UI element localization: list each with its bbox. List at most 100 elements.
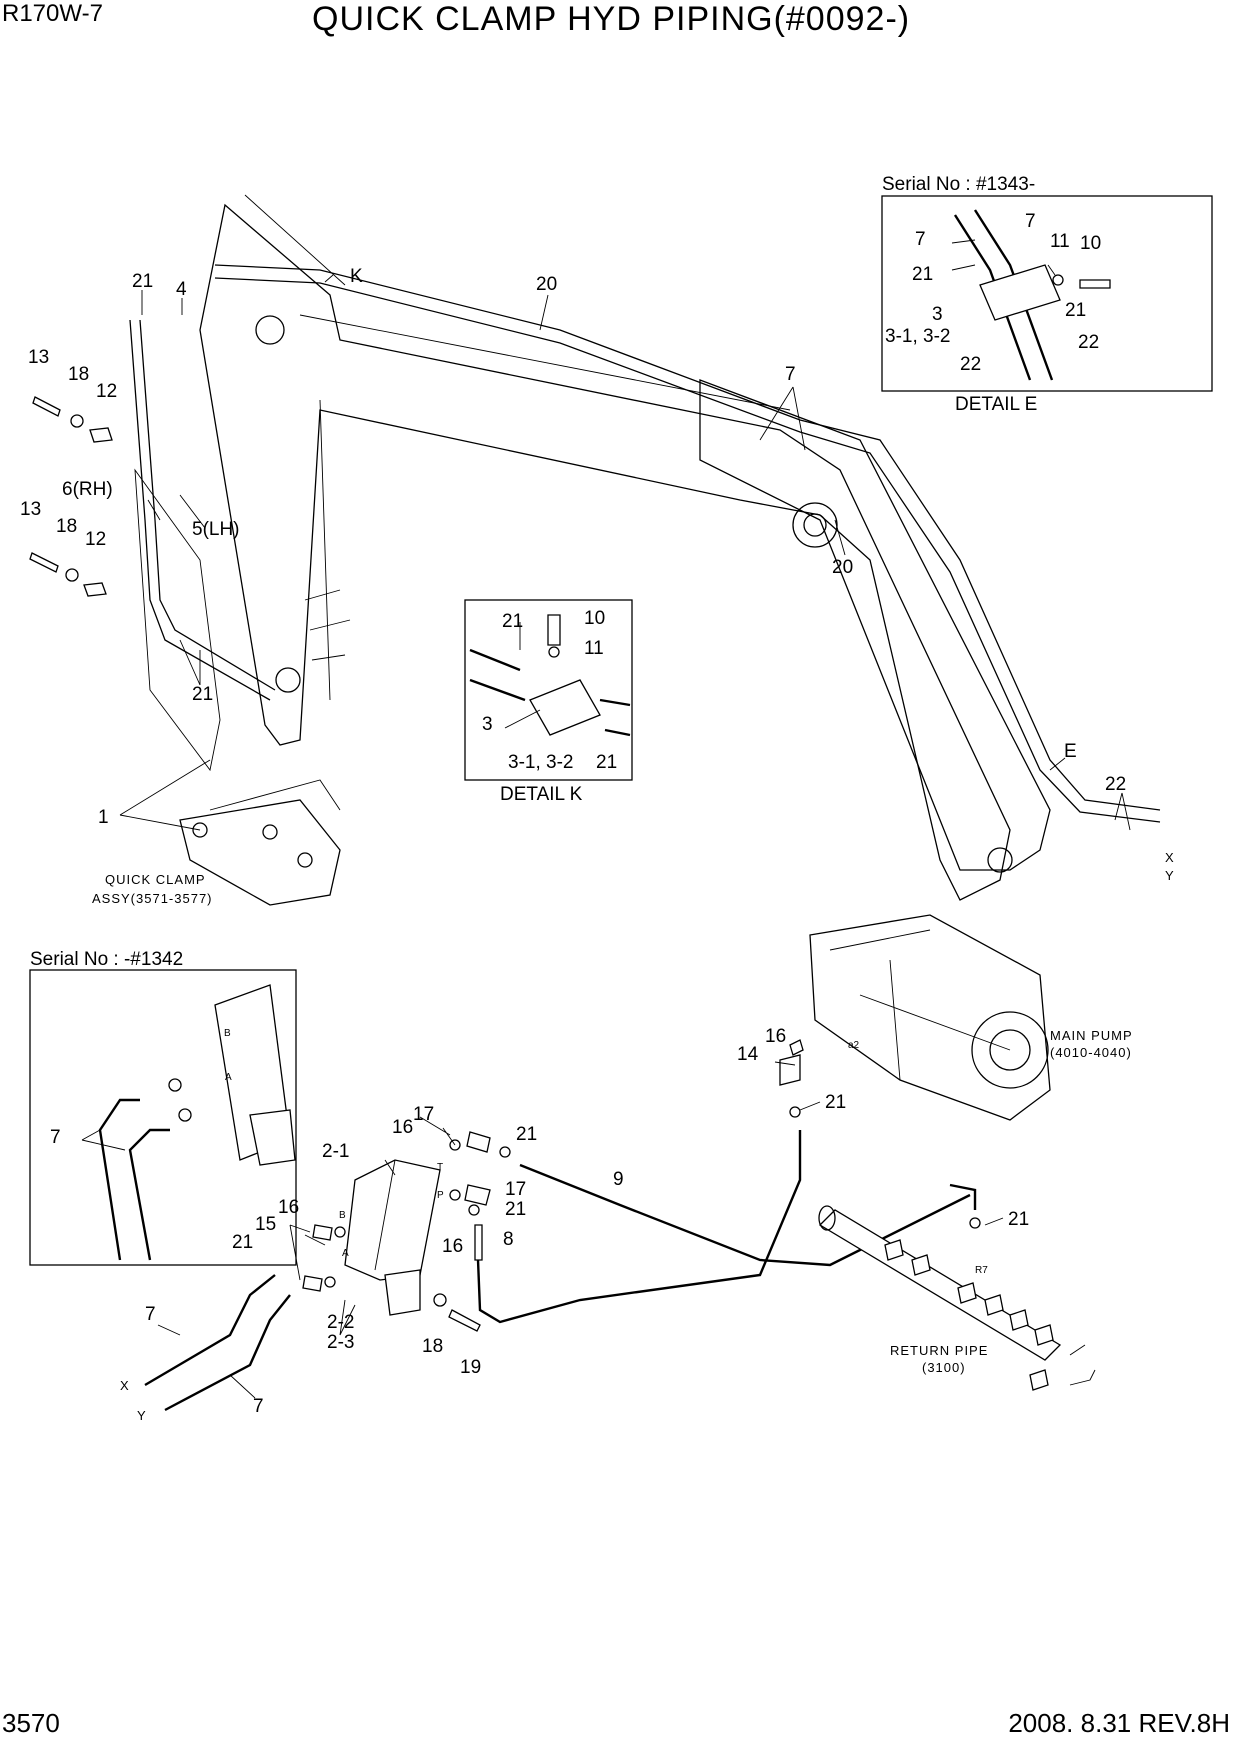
port-r7: R7 (975, 1265, 988, 1276)
callout-8: 8 (503, 1229, 514, 1250)
callout-16: 16 (765, 1026, 786, 1047)
callout-21: 21 (516, 1124, 537, 1145)
detail-e-box (881, 195, 1213, 392)
model-label: R170W-7 (2, 0, 103, 27)
detail-e-parts (953, 209, 1111, 381)
callout-17: 17 (505, 1179, 526, 1200)
leader-lines (81, 239, 1131, 1399)
callout-11: 11 (584, 638, 604, 659)
callout-22: 22 (1105, 774, 1126, 795)
boom-pipes (129, 264, 1161, 823)
callout-6rh: 6(RH) (62, 479, 113, 500)
port-y: Y (1165, 868, 1175, 883)
callout-3-1-3-2: 3-1, 3-2 (885, 326, 950, 347)
port-a: A (225, 1072, 232, 1083)
callout-7: 7 (145, 1304, 156, 1325)
main-pump-label-2: (4010-4040) (1050, 1045, 1132, 1060)
main-pump-label-1: MAIN PUMP (1050, 1028, 1133, 1043)
callout-22: 22 (960, 354, 981, 375)
callout-14: 14 (737, 1044, 759, 1065)
port-p: P (437, 1190, 444, 1201)
callout-10: 10 (1080, 233, 1101, 254)
callout-12: 12 (96, 381, 117, 402)
callout-9: 9 (613, 1169, 624, 1190)
return-pipe-label-2: (3100) (922, 1360, 966, 1375)
port-a: A (342, 1248, 349, 1259)
callout-16: 16 (392, 1117, 413, 1138)
quick-clamp-label-1: QUICK CLAMP (105, 872, 206, 887)
callout-15: 15 (255, 1214, 276, 1235)
return-pipe (818, 1205, 1096, 1391)
callout-7: 7 (785, 364, 796, 385)
hoses-7-to-valve (144, 1274, 291, 1412)
port-a2: a2 (848, 1040, 860, 1051)
callout-21: 21 (825, 1092, 846, 1113)
callout-21: 21 (912, 264, 933, 285)
main-pump (779, 914, 1051, 1121)
port-y: Y (137, 1408, 147, 1423)
callout-2-2: 2-2 (327, 1312, 354, 1333)
old-serial-label: Serial No : -#1342 (30, 949, 183, 970)
page-number: 3570 (2, 1708, 60, 1738)
detail-k-caption: DETAIL K (500, 784, 583, 805)
arm-outline (699, 379, 1051, 873)
callout-3-1-3-2: 3-1, 3-2 (508, 752, 573, 773)
callout-21: 21 (192, 684, 213, 705)
callout-5lh: 5(LH) (192, 519, 240, 540)
detail-e-caption: DETAIL E (955, 394, 1037, 415)
callout-17: 17 (413, 1104, 434, 1125)
callout-21: 21 (505, 1199, 526, 1220)
callout-e: E (1064, 741, 1077, 762)
callout-18: 18 (422, 1336, 443, 1357)
return-pipe-label-1: RETURN PIPE (890, 1343, 988, 1358)
old-serial-box (29, 969, 297, 1266)
callout-18: 18 (68, 364, 89, 385)
callout-1: 1 (98, 807, 109, 828)
quick-clamp-label-2: ASSY(3571-3577) (92, 891, 213, 906)
callout-4: 4 (176, 279, 187, 300)
callout-16: 16 (442, 1236, 463, 1257)
callout-2-3: 2-3 (327, 1332, 354, 1353)
port-x: X (1165, 850, 1175, 865)
valve-fittings (302, 1131, 511, 1292)
callout-13: 13 (28, 347, 49, 368)
revision-date: 2008. 8.31 REV.8H (1008, 1708, 1230, 1738)
callout-13: 13 (20, 499, 41, 520)
callout-10: 10 (584, 608, 605, 629)
callout-3: 3 (932, 304, 943, 325)
bolt-13-b (29, 552, 107, 597)
detail-k-parts (469, 614, 631, 737)
callout-21: 21 (132, 271, 153, 292)
hose-9 (476, 1130, 977, 1324)
callout-21: 21 (1065, 300, 1086, 321)
detail-e-serial: Serial No : #1343- (882, 174, 1035, 195)
callout-20: 20 (536, 274, 557, 295)
bolt-13-a (32, 396, 113, 443)
port-x: X (120, 1378, 130, 1393)
port-b: B (224, 1028, 231, 1039)
callout-11: 11 (1050, 231, 1070, 252)
callout-22: 22 (1078, 332, 1099, 353)
callout-18: 18 (56, 516, 77, 537)
callout-20: 20 (832, 557, 853, 578)
port-b: B (339, 1210, 346, 1221)
port-t: T (437, 1162, 443, 1173)
callout-21: 21 (1008, 1209, 1029, 1230)
detail-k-box (464, 599, 633, 781)
boom-outline (199, 194, 1011, 901)
callout-21: 21 (502, 611, 523, 632)
callout-k: K (350, 266, 363, 287)
callout-21: 21 (232, 1232, 253, 1253)
callout-19: 19 (460, 1357, 481, 1378)
page-title: QUICK CLAMP HYD PIPING(#0092-) (312, 0, 911, 38)
callout-7: 7 (915, 229, 926, 250)
quick-clamp-assy (179, 779, 341, 906)
old-serial-parts (98, 984, 296, 1261)
valve-block (344, 1159, 481, 1332)
callout-3: 3 (482, 714, 493, 735)
callout-21: 21 (596, 752, 617, 773)
callout-7: 7 (1025, 211, 1036, 232)
callout-7: 7 (253, 1396, 264, 1417)
callout-16: 16 (278, 1197, 299, 1218)
